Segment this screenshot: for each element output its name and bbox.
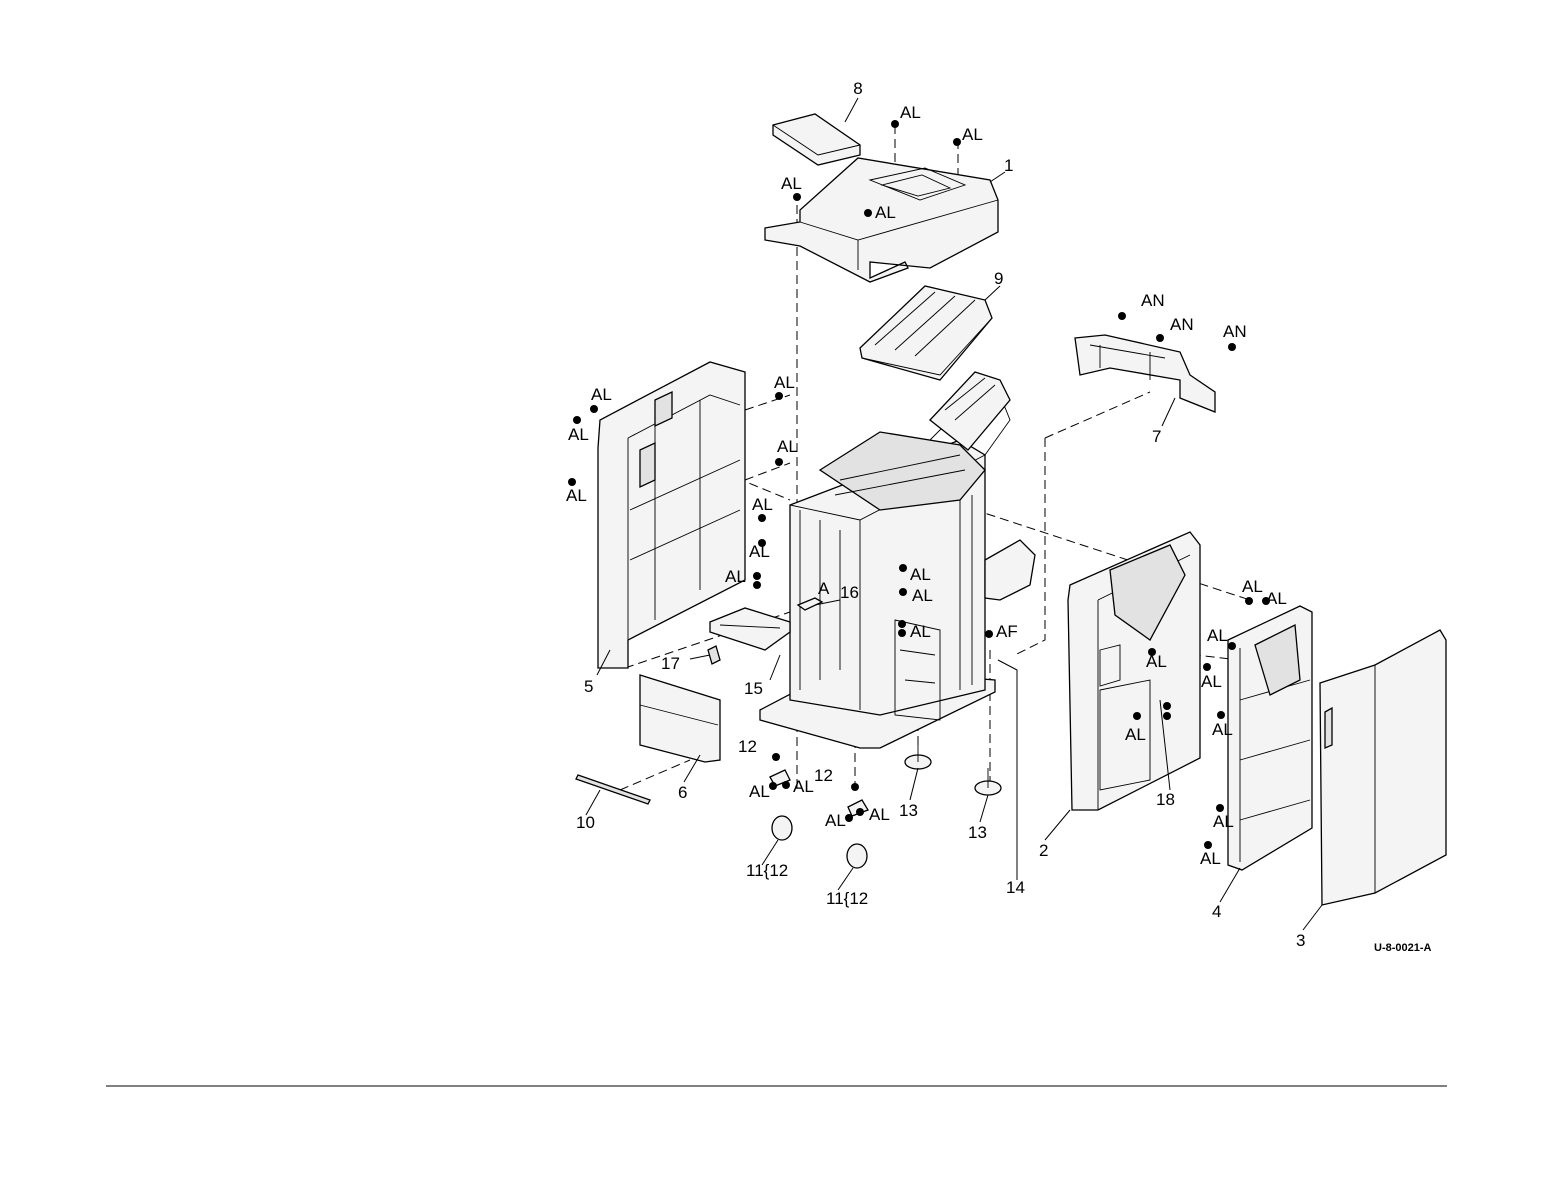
part-label-8: 8	[853, 79, 862, 98]
part-label-14: 14	[1006, 878, 1025, 897]
part-label-6: 6	[678, 783, 687, 802]
fastener-label-al: AL	[869, 805, 890, 824]
part-right-inner-panel	[1228, 606, 1312, 870]
figure-code: U-8-0021-A	[1374, 942, 1432, 954]
fastener-label-al: AL	[774, 373, 795, 392]
fastener-label-al: AL	[1212, 720, 1233, 739]
part-tray	[860, 286, 992, 380]
fastener-label-af: AF	[996, 622, 1018, 641]
fastener-label-al: AL	[752, 495, 773, 514]
fastener-label-al: AL	[1201, 672, 1222, 691]
fastener-label-an: AN	[1223, 322, 1247, 341]
fastener-label-al: AL	[910, 622, 931, 641]
fastener-label-al: AL	[900, 103, 921, 122]
part-label-12-right: 12	[814, 766, 833, 785]
part-label-5: 5	[584, 677, 593, 696]
part-machine-body	[760, 372, 1035, 748]
part-label-2: 2	[1039, 841, 1048, 860]
part-label-7: 7	[1152, 427, 1161, 446]
part-right-frame	[1068, 532, 1200, 810]
fastener-label-al: AL	[725, 567, 746, 586]
fastener-label-al: AL	[777, 437, 798, 456]
fastener-label-an: AN	[1141, 291, 1165, 310]
fastener-label-al: AL	[1125, 725, 1146, 744]
fastener-label-al: AL	[875, 203, 896, 222]
part-small-cover	[773, 114, 860, 165]
fastener-label-al: AL	[910, 565, 931, 584]
fastener-label-al: AL	[749, 542, 770, 561]
part-label-16: 16	[840, 583, 859, 602]
part-label-11-12-right: 11{12	[826, 889, 868, 908]
part-label-9: 9	[994, 269, 1003, 288]
fastener-label-al: AL	[793, 777, 814, 796]
part-label-4: 4	[1212, 902, 1221, 921]
part-front-panel	[640, 675, 720, 762]
fastener-label-al: AL	[781, 174, 802, 193]
fastener-label-an: AN	[1170, 315, 1194, 334]
part-label-12-left: 12	[738, 737, 757, 756]
fastener-label-al: AL	[568, 425, 589, 444]
part-label-10: 10	[576, 813, 595, 832]
fastener-label-al: AL	[1146, 652, 1167, 671]
fastener-label-al: AL	[1200, 849, 1221, 868]
part-rod	[576, 775, 650, 804]
part-label-13-left: 13	[899, 801, 918, 820]
part-rear-bracket	[1075, 335, 1215, 412]
fastener-label-al: AL	[1213, 812, 1234, 831]
part-label-17: 17	[661, 654, 680, 673]
part-right-door	[1320, 630, 1446, 905]
part-label-18: 18	[1156, 790, 1175, 809]
fastener-label-al: AL	[1207, 626, 1228, 645]
fastener-label-al: AL	[591, 385, 612, 404]
fastener-label-al: AL	[749, 782, 770, 801]
part-label-1: 1	[1004, 156, 1013, 175]
fastener-label-al: AL	[962, 125, 983, 144]
part-label-15: 15	[744, 679, 763, 698]
part-label-11-12-left: 11{12	[746, 861, 788, 880]
fastener-label-al: AL	[912, 586, 933, 605]
fastener-label-al: AL	[566, 486, 587, 505]
part-label-3: 3	[1296, 931, 1305, 950]
fastener-label-a: A	[818, 579, 830, 598]
part-label-13-right: 13	[968, 823, 987, 842]
fastener-label-al: AL	[1266, 589, 1287, 608]
fastener-label-al: AL	[825, 811, 846, 830]
fastener-label-al: AL	[1242, 577, 1263, 596]
